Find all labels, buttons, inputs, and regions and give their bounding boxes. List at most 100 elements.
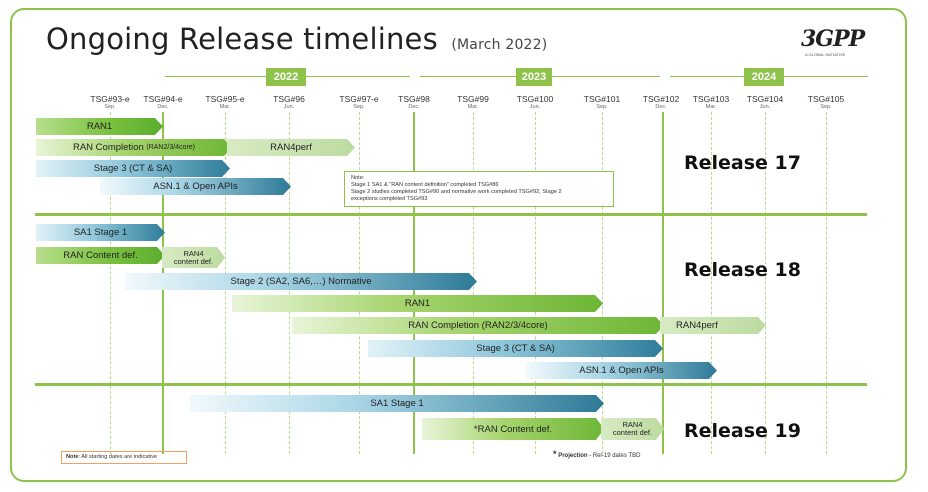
r18-ran-content-bar: RAN Content def. — [36, 247, 165, 264]
column-line — [711, 112, 712, 454]
tsg-month: Sep. — [353, 104, 365, 110]
note-line: Note: — [351, 175, 365, 181]
r18-stage2-bar: Stage 2 (SA2, SA6,…) Normative — [125, 273, 477, 290]
bar-label: RAN1 — [404, 298, 431, 309]
tsg-month: Sep. — [104, 104, 116, 110]
tsg-month: Mar. — [705, 104, 717, 110]
bar-label: RAN1 — [86, 121, 113, 132]
projection-note: * Projection - Rel-19 dates TBD — [553, 449, 640, 459]
tsg-label: TSG#96 — [273, 94, 305, 104]
tsg-month: Jun. — [283, 104, 295, 110]
column-line-year-end — [662, 112, 664, 454]
bar-label: RAN4 — [622, 420, 643, 429]
slide-frame — [10, 8, 907, 482]
tsg-label: TSG#97-e — [339, 94, 379, 104]
title-date: (March 2022) — [451, 37, 548, 53]
logo-text: 3GPP — [801, 26, 865, 52]
tsg-label: TSG#94-e — [143, 94, 183, 104]
tsg-month: Sep. — [820, 104, 832, 110]
note-text: : All starting dates are indicative — [78, 454, 158, 460]
bar-label: ASN.1 & Open APIs — [153, 181, 238, 192]
tsg-label: TSG#101 — [583, 94, 621, 104]
tsg-label: TSG#105 — [807, 94, 845, 104]
bar-label: content def. — [612, 428, 653, 437]
title-text: Ongoing Release timelines — [46, 22, 438, 56]
year-2024: 2024 — [744, 68, 784, 86]
tsg-label: TSG#98 — [398, 94, 430, 104]
bar-label: RAN4perf — [270, 142, 312, 153]
note-label: Note — [66, 454, 79, 460]
year-2022: 2022 — [266, 68, 306, 86]
bar-label: SA1 Stage 1 — [370, 398, 424, 409]
r17-stage3-bar: Stage 3 (CT & SA) — [36, 160, 230, 177]
r17-ran4perf-bar: RAN4perf — [227, 139, 355, 156]
note-line: Stage 2 studies completed TSG#90 and nor… — [351, 189, 562, 195]
bar-label: RAN4 — [183, 248, 204, 258]
r17-ran1-bar: RAN1 — [36, 118, 163, 135]
bar-label: ASN.1 & Open APIs — [579, 365, 664, 376]
r17-asn1-bar: ASN.1 & Open APIs — [100, 178, 291, 195]
r18-stage3-bar: Stage 3 (CT & SA) — [368, 340, 663, 357]
release-17-label: Release 17 — [684, 152, 801, 174]
bar-label: Stage 2 (SA2, SA6,…) Normative — [230, 276, 372, 287]
logo-tagline: A GLOBAL INITIATIVE — [805, 52, 846, 57]
starting-dates-note: Note: All starting dates are indicative — [61, 451, 187, 464]
r19-ran-content-bar: *RAN Content def. — [422, 418, 604, 440]
bar-label: *RAN Content def. — [473, 423, 553, 435]
column-line — [535, 112, 536, 454]
column-line — [110, 112, 111, 454]
tsg-month: Mar. — [219, 104, 231, 110]
bar-label: RAN Completion — [72, 142, 144, 153]
column-line — [602, 112, 603, 454]
projection-text: - Rel-19 dates TBD — [587, 453, 641, 459]
release-18-label: Release 18 — [684, 259, 801, 281]
tsg-label: TSG#100 — [516, 94, 554, 104]
release-17-note: Note: Stage 1 SA1 & "RAN content definit… — [344, 171, 614, 207]
slide-title: Ongoing Release timelines (March 2022) — [46, 22, 547, 56]
3gpp-logo: 3GPP A GLOBAL INITIATIVE — [801, 26, 865, 60]
bar-label: SA1 Stage 1 — [73, 227, 128, 238]
tsg-label: TSG#103 — [692, 94, 730, 104]
bar-label: RAN Completion (RAN2/3/4core) — [408, 320, 548, 331]
note-line: Stage 1 SA1 & "RAN content definition" c… — [351, 182, 499, 188]
projection-label: Projection — [558, 453, 588, 459]
tsg-month: Jun. — [529, 104, 541, 110]
r18-asn1-bar: ASN.1 & Open APIs — [526, 362, 717, 379]
tsg-month: Mar. — [467, 104, 479, 110]
tsg-month: Sep. — [596, 104, 608, 110]
tsg-label: TSG#99 — [457, 94, 489, 104]
r18-ran-completion-bar: RAN Completion (RAN2/3/4core) — [292, 317, 664, 334]
tsg-month: Dec. — [408, 104, 420, 110]
bar-label: RAN4perf — [676, 320, 718, 331]
bar-label: Stage 3 (CT & SA) — [93, 163, 173, 174]
column-line — [826, 112, 827, 454]
bar-label: Stage 3 (CT & SA) — [476, 343, 555, 354]
release-separator — [35, 213, 867, 216]
r19-sa1-stage1-bar: SA1 Stage 1 — [190, 395, 604, 412]
r17-ran-completion-bar: RAN Completion (RAN2/3/4core) — [36, 139, 232, 156]
projection-star: * — [553, 449, 557, 459]
column-line — [765, 112, 766, 454]
tsg-month: Dec. — [655, 104, 667, 110]
note-line: exceptions completed TSG#93 — [351, 196, 428, 202]
r18-ran1-bar: RAN1 — [232, 295, 603, 312]
tsg-month: Dec. — [157, 104, 169, 110]
tsg-label: TSG#93-e — [90, 94, 130, 104]
year-2023: 2023 — [516, 68, 552, 86]
bar-sublabel: (RAN2/3/4core) — [146, 144, 196, 151]
bar-label: RAN Content def. — [63, 250, 138, 261]
tsg-label: TSG#95-e — [205, 94, 245, 104]
